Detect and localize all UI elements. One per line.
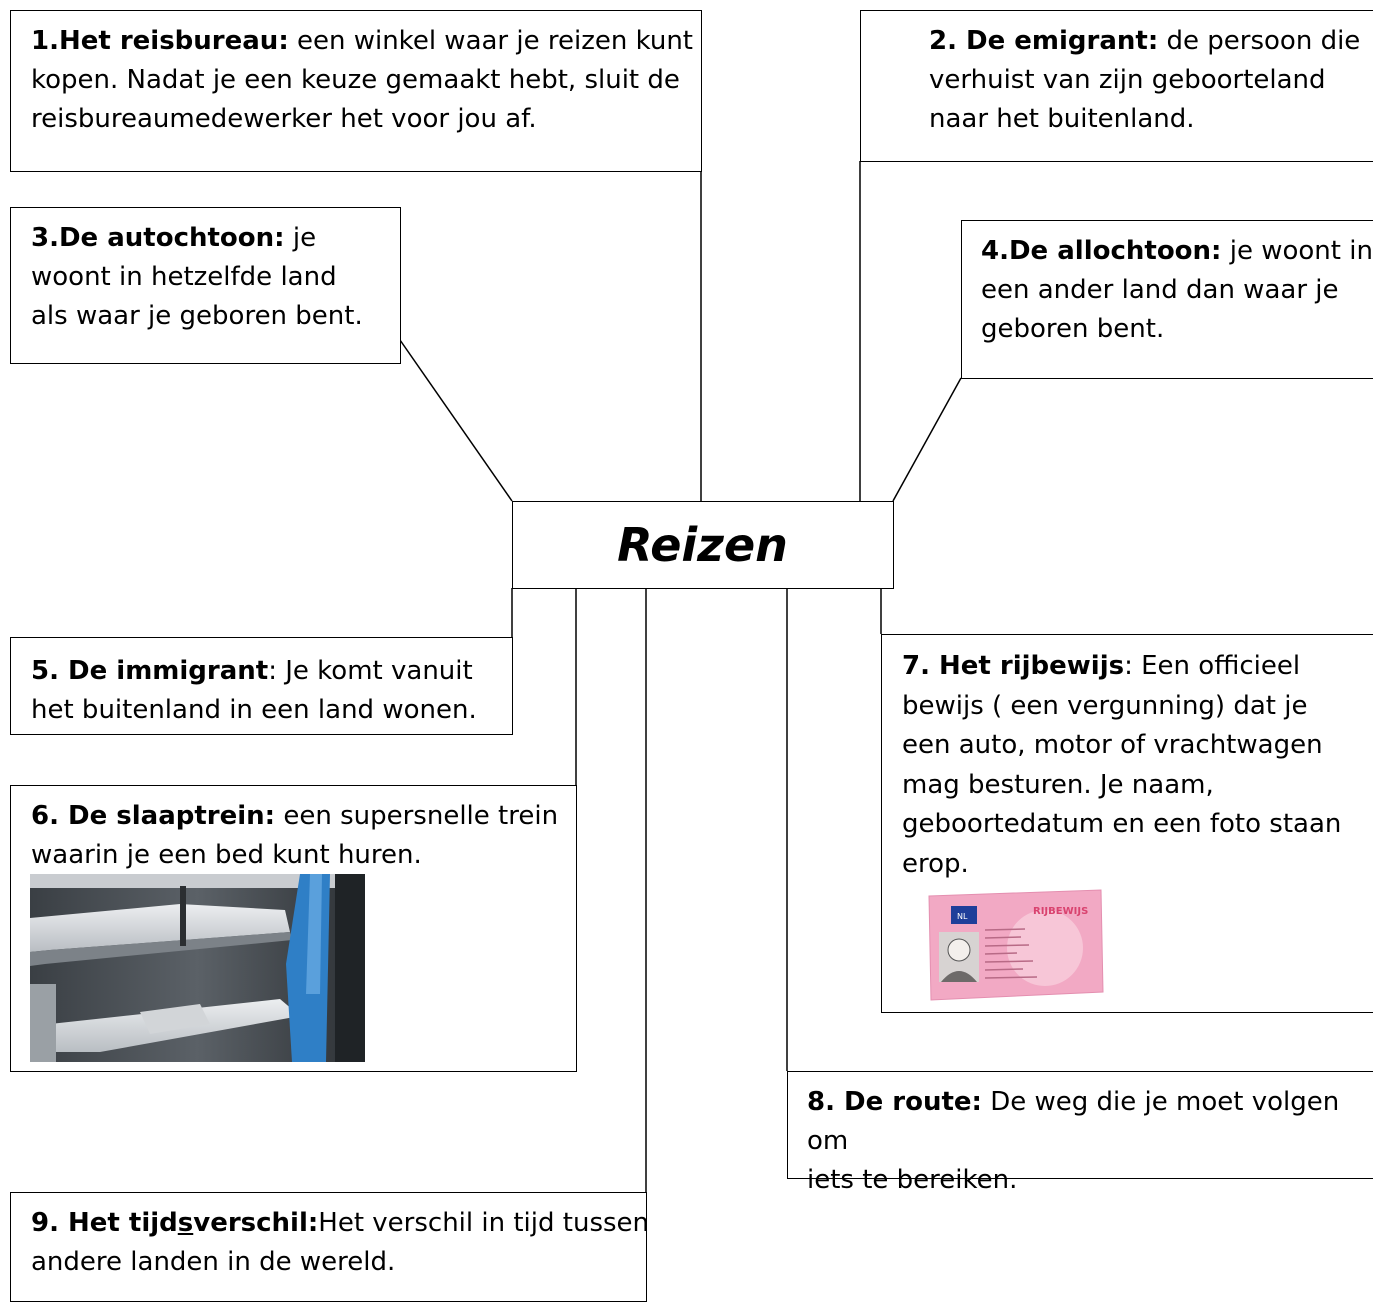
definition-line: naar het buitenland.: [929, 104, 1195, 134]
definition-line: De weg die je moet volgen om: [807, 1087, 1340, 1156]
definition-line: het buitenland in een land wonen.: [31, 695, 477, 725]
term-title: 2. De emigrant:: [929, 26, 1159, 56]
term-title: 7. Het rijbewijs: [902, 651, 1125, 681]
definition-line: mag besturen. Je naam,: [902, 769, 1214, 800]
definition-line: een auto, motor of vrachtwagen: [902, 730, 1323, 760]
term-box-route: [787, 1071, 1373, 1179]
definition-line: een winkel waar je reizen kunt: [296, 26, 694, 56]
term-text-tijdsverschil: 9. Het tijdsverschil:Het verschil in tij…: [31, 1204, 649, 1282]
term-text-allochtoon: 4.De allochtoon: je woont in een ander l…: [981, 232, 1373, 349]
term-title-underlined-part: s: [177, 1208, 194, 1238]
license-country: NL: [957, 912, 968, 921]
definition-line: als waar je geboren bent.: [31, 301, 363, 331]
definition-line: de persoon die: [1166, 26, 1361, 56]
connector-4: [892, 377, 962, 502]
term-box-allochtoon: [961, 220, 1373, 379]
term-box-autochtoon: [10, 207, 401, 364]
definition-line: woont in hetzelfde land: [31, 262, 337, 292]
term-box-immigrant: [10, 637, 513, 735]
definition-line: iets te bereiken.: [807, 1165, 1018, 1195]
driving-license-image: NL RIJBEWIJS: [925, 888, 1105, 1002]
term-box-emigrant: [860, 10, 1373, 162]
definition-line: je woont in: [1229, 236, 1373, 266]
term-title: 3.De autochtoon:: [31, 223, 285, 253]
term-title-part: verschil:: [193, 1208, 319, 1238]
term-title: 8. De route:: [807, 1087, 982, 1117]
definition-line: een supersnelle trein: [283, 801, 559, 831]
eu-flag-icon: [951, 906, 977, 924]
definition-line: geboren bent.: [981, 314, 1165, 344]
license-title: RIJBEWIJS: [1033, 906, 1088, 917]
term-box-reisbureau: [10, 10, 702, 172]
definition-line: andere landen in de wereld.: [31, 1247, 396, 1277]
definition-line: geboortedatum en een foto staan: [902, 809, 1342, 839]
definition-line: erop.: [902, 848, 969, 879]
term-text-rijbewijs: 7. Het rijbewijs: Een officieel bewijs (…: [902, 647, 1341, 884]
connector-3: [399, 339, 513, 502]
center-title: Reizen: [617, 517, 788, 572]
term-title: 5. De immigrant: [31, 656, 269, 686]
term-text-emigrant: 2. De emigrant: de persoon die verhuist …: [929, 22, 1360, 139]
definition-line: Het verschil in tijd tussen: [318, 1208, 650, 1238]
definition-line: : Je komt vanuit: [268, 656, 473, 686]
term-text-slaaptrein: 6. De slaaptrein: een supersnelle trein …: [31, 797, 558, 875]
definition-line: verhuist van zijn geboorteland: [929, 65, 1326, 95]
term-text-autochtoon: 3.De autochtoon: je woont in hetzelfde l…: [31, 219, 363, 336]
term-title: 4.De allochtoon:: [981, 236, 1222, 266]
term-text-reisbureau: 1.Het reisbureau: een winkel waar je rei…: [31, 22, 693, 139]
definition-line: : Een officieel: [1124, 651, 1301, 681]
definition-line: een ander land dan waar je: [981, 275, 1339, 305]
definition-line: je: [292, 223, 317, 253]
term-text-route: 8. De route: De weg die je moet volgen o…: [807, 1083, 1373, 1200]
definition-line: reisbureaumedewerker het voor jou af.: [31, 104, 537, 134]
term-title: 1.Het reisbureau:: [31, 26, 289, 56]
definition-line: waarin je een bed kunt huren.: [31, 840, 422, 870]
term-text-immigrant: 5. De immigrant: Je komt vanuit het buit…: [31, 652, 477, 730]
sleeper-train-photo: [30, 874, 365, 1062]
definition-line: kopen. Nadat je een keuze gemaakt hebt, …: [31, 65, 680, 95]
center-box: [512, 501, 894, 589]
term-title-part: 9. Het tijd: [31, 1208, 178, 1238]
term-title: 6. De slaaptrein:: [31, 801, 276, 831]
term-title: 9. Het tijdsverschil:: [31, 1208, 318, 1238]
definition-line: bewijs ( een vergunning) dat je: [902, 690, 1308, 721]
